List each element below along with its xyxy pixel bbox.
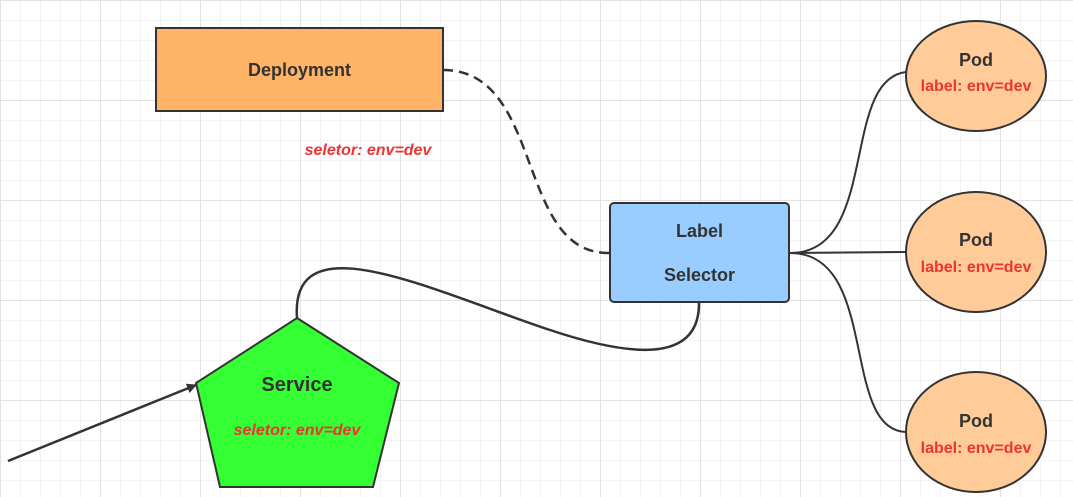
pod-node[interactable]: Pod label: env=dev [905,371,1047,493]
service-node[interactable]: Service seletor: env=dev [194,316,401,488]
pod-title: Pod [959,411,993,431]
label-selector-line2: Selector [664,265,735,285]
label-selector-box [609,202,790,303]
pod-title: Pod [959,230,993,250]
deployment-node[interactable]: Deployment [155,27,444,112]
pod-node[interactable]: Pod label: env=dev [905,20,1047,132]
pod-label-text: label: env=dev [921,78,1032,95]
edge-service-to-label-selector[interactable] [295,267,701,352]
pod-node[interactable]: Pod label: env=dev [905,191,1047,313]
pod-ellipse [905,191,1047,313]
deployment-box [155,27,444,112]
deployment-selector-text: seletor: env=dev [305,142,433,159]
edge-label-selector-to-pod-1[interactable] [789,71,907,254]
deployment-label: Deployment [248,60,351,80]
incoming-arrow[interactable] [7,383,197,463]
edge-label-selector-to-pod-3[interactable] [789,252,907,433]
label-selector-line1: Label [676,221,723,241]
service-pentagon [194,316,401,488]
edge-label-selector-to-pod-2[interactable] [789,251,907,254]
pod-ellipse [905,20,1047,132]
label-selector-node[interactable]: Label Selector [609,202,790,303]
pod-title: Pod [959,50,993,70]
pod-label-text: label: env=dev [921,440,1032,457]
service-selector-text: seletor: env=dev [234,422,362,439]
edge-deployment-to-label-selector[interactable] [442,68,611,255]
pod-label-text: label: env=dev [921,259,1032,276]
service-label: Service [261,374,332,396]
pod-ellipse [905,371,1047,493]
